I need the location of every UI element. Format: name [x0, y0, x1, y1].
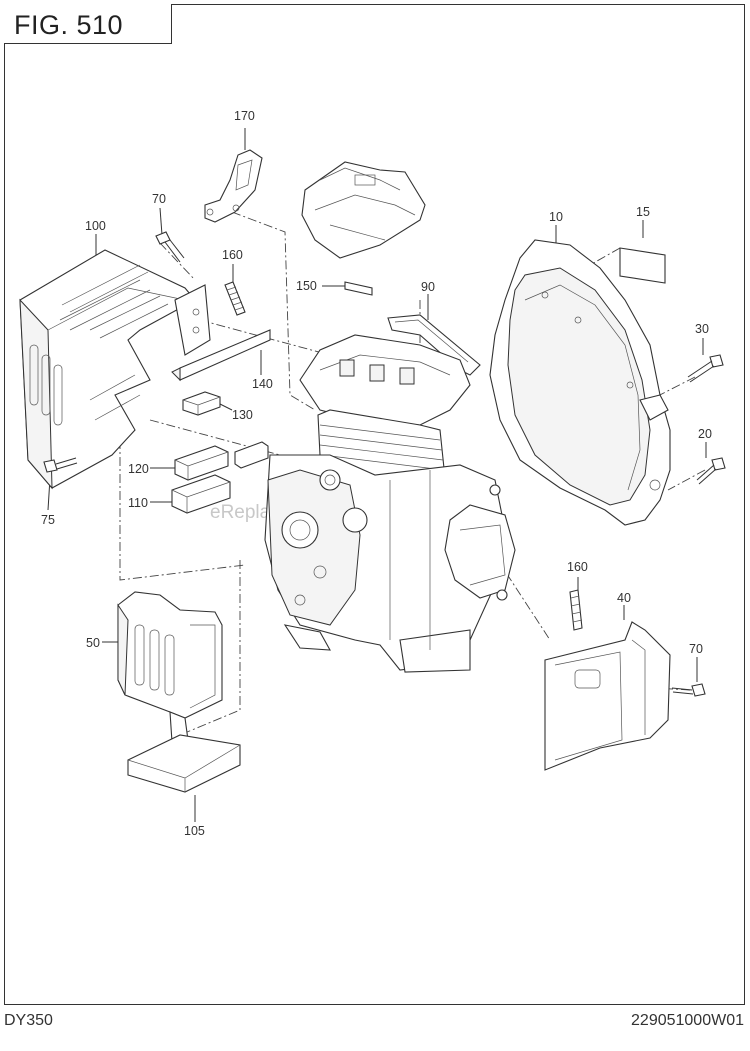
callout-20: 20 [698, 427, 712, 441]
label-plate-part [619, 247, 666, 284]
callout-160-top: 160 [222, 248, 243, 262]
drawing-code: 229051000W01 [631, 1012, 744, 1029]
side-plate-part [544, 621, 671, 771]
callout-130: 130 [232, 408, 253, 422]
model-code: DY350 [4, 1012, 53, 1029]
callout-110: 110 [128, 496, 148, 510]
drawing-frame [4, 4, 745, 1005]
callout-15: 15 [636, 205, 650, 219]
callout-120: 120 [128, 462, 149, 476]
callout-140: 140 [252, 377, 273, 391]
bolt-70-top [155, 231, 185, 263]
callout-75: 75 [41, 513, 55, 527]
block-120 [174, 441, 269, 481]
callout-105: 105 [184, 824, 205, 838]
muffler-cover-part [19, 249, 211, 490]
bracket-part [204, 149, 263, 223]
block-110 [171, 474, 231, 514]
callout-100: 100 [85, 219, 106, 233]
assembly-lines [59, 211, 706, 736]
pad-part [127, 734, 241, 793]
figure-title-box: FIG. 510 [4, 4, 172, 44]
spring-160-lower [569, 589, 583, 631]
bolt-20 [696, 457, 726, 485]
callout-50: 50 [86, 636, 100, 650]
lower-cover-part [117, 591, 223, 743]
block-130 [182, 391, 221, 416]
spring-part [224, 281, 246, 316]
fan-shroud-part [489, 239, 671, 526]
engine-block [264, 334, 516, 673]
callout-30: 30 [695, 322, 709, 336]
bolt-75 [43, 457, 78, 473]
strip-part [171, 329, 271, 382]
callout-70-top: 70 [152, 192, 166, 206]
key-150 [344, 281, 373, 296]
callout-170: 170 [234, 109, 255, 123]
figure-title: FIG. 510 [14, 10, 124, 40]
bolt-30 [687, 354, 724, 383]
callout-10: 10 [549, 210, 563, 224]
callout-90: 90 [421, 280, 435, 294]
callout-70-lower: 70 [689, 642, 703, 656]
valve-cover-part [301, 161, 426, 259]
callout-160-lower: 160 [567, 560, 588, 574]
bolt-70-lower [671, 683, 706, 697]
callout-150: 150 [296, 279, 317, 293]
callout-40: 40 [617, 591, 631, 605]
callout-labels: 170 70 100 160 150 90 10 15 30 20 140 13… [41, 109, 712, 838]
